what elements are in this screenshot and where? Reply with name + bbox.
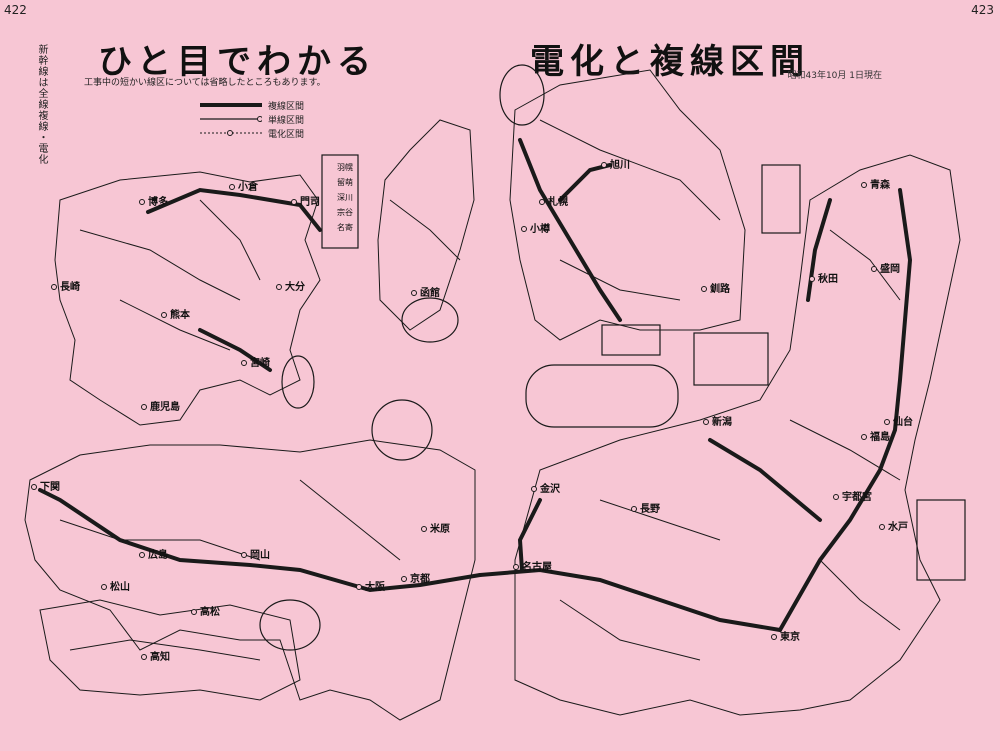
single-track-swatch: [200, 116, 262, 122]
double-track-swatch: [200, 103, 262, 107]
station-marker: [51, 284, 57, 290]
station-label: 高松: [200, 605, 220, 618]
station-label: 釧路: [710, 282, 731, 295]
station-label: 広島: [148, 548, 168, 561]
legend-double-label: 複線区間: [268, 101, 305, 112]
station-label: 岡山: [250, 548, 270, 561]
station-label: 鹿児島: [150, 400, 180, 413]
station-label: 長野: [640, 503, 660, 515]
station-marker: [101, 584, 107, 590]
station-label: 旭川: [609, 158, 630, 171]
station-marker: [539, 199, 545, 205]
station-label: 小倉: [237, 180, 259, 193]
station-label: 大分: [285, 280, 305, 293]
inset-station-label: 名寄: [337, 222, 353, 232]
station-marker: [276, 284, 282, 290]
station-marker: [421, 526, 427, 532]
map-note: 工事中の短かい線区については省略したところもあります。: [84, 78, 326, 88]
station-marker: [861, 434, 867, 440]
legend-double: 複線区間: [200, 98, 304, 112]
station-marker: [241, 552, 247, 558]
station-marker: [809, 276, 815, 282]
legend: 複線区間 単線区間 電化区間: [200, 98, 304, 140]
single-track-lines: [59, 119, 901, 661]
station-marker: [703, 419, 709, 425]
station-label: 小樽: [529, 222, 550, 235]
station-marker: [401, 576, 407, 582]
station-marker: [291, 199, 297, 205]
station-marker: [521, 226, 527, 232]
station-label: 宮崎: [250, 356, 270, 369]
inset-boxes: [259, 64, 966, 651]
station-marker: [161, 312, 167, 318]
station-label: 東京: [780, 630, 800, 643]
station-marker: [771, 634, 777, 640]
station-label: 松山: [110, 580, 130, 593]
station-label: 仙台: [893, 415, 913, 428]
station-marker: [879, 524, 885, 530]
title-right: 電化と複線区間: [530, 42, 810, 82]
page-number-left: 422: [4, 3, 27, 17]
station-marker: [833, 494, 839, 500]
legend-electrified-label: 電化区間: [268, 129, 305, 140]
station-marker: [141, 654, 147, 660]
station-label: 札幌: [547, 195, 568, 208]
station-label: 下関: [40, 481, 60, 493]
station-label: 盛岡: [880, 262, 900, 275]
station-label: 米原: [430, 522, 450, 535]
station-label: 博多: [148, 195, 168, 208]
page-number-right: 423: [971, 3, 994, 17]
station-label: 熊本: [170, 308, 191, 321]
station-marker: [601, 162, 607, 168]
inset-station-label: 留萌: [337, 177, 353, 187]
station-label: 門司: [300, 196, 320, 208]
station-marker: [871, 266, 877, 272]
side-note: 新幹線は全線複線・電化: [36, 44, 47, 165]
station-label: 函館: [420, 286, 440, 299]
station-marker: [513, 564, 519, 570]
coastlines: [24, 69, 961, 721]
station-marker: [241, 360, 247, 366]
station-label: 水戸: [887, 520, 908, 533]
station-marker: [31, 484, 37, 490]
station-marker: [631, 506, 637, 512]
station-label: 金沢: [539, 482, 561, 495]
station-label: 新潟: [712, 415, 732, 428]
date-stamp: 昭和43年10月 1日現在: [787, 71, 883, 81]
station-marker: [531, 486, 537, 492]
station-label: 京都: [410, 572, 430, 585]
station-label: 長崎: [60, 280, 80, 293]
station-label: 大阪: [365, 580, 386, 593]
station-marker: [191, 609, 197, 615]
electrified-swatch: [200, 130, 262, 136]
station-marker: [139, 552, 145, 558]
title-left: ひと目でわかる: [98, 42, 377, 82]
inset-station-label: 深川: [337, 193, 353, 202]
station-label: 高知: [150, 650, 170, 663]
legend-single: 単線区間: [200, 112, 304, 126]
station-marker: [861, 182, 867, 188]
station-label: 青森: [870, 178, 891, 191]
inset-station-label: 宗谷: [337, 207, 353, 217]
station-label: 宇都宮: [842, 490, 872, 503]
station-label: 秋田: [818, 272, 838, 285]
station-marker: [884, 419, 890, 425]
legend-single-label: 単線区間: [268, 115, 305, 126]
station-marker: [141, 404, 147, 410]
station-marker: [411, 290, 417, 296]
station-marker: [701, 286, 707, 292]
legend-electrified: 電化区間: [200, 126, 304, 140]
station-label: 福島: [869, 430, 890, 443]
station-marker: [229, 184, 235, 190]
station-marker: [356, 584, 362, 590]
station-label: 名古屋: [522, 560, 552, 573]
station-marker: [139, 199, 145, 205]
inset-station-label: 羽幌: [337, 162, 353, 172]
